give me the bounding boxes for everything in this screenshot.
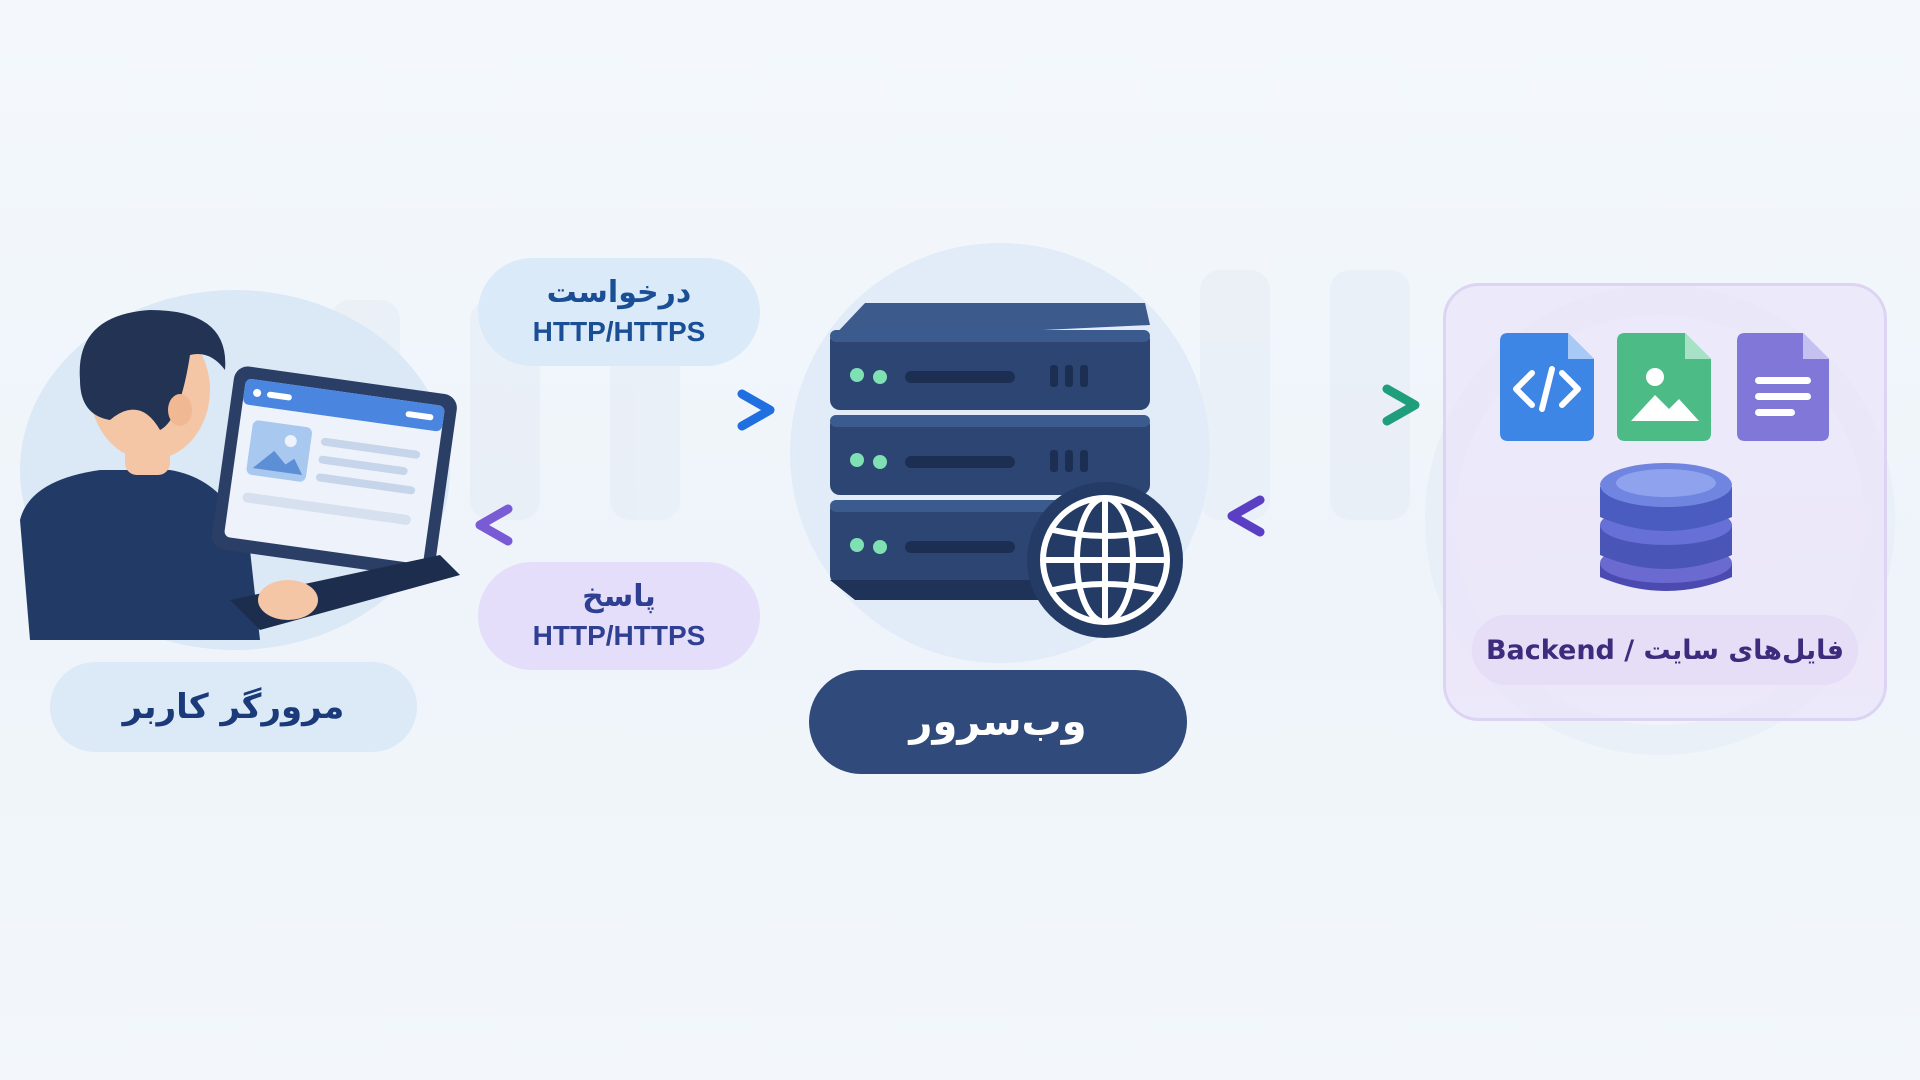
browser-label: مرورگر کاربر (50, 662, 417, 752)
response-title: پاسخ (582, 579, 656, 614)
response-label: پاسخ HTTP/HTTPS (478, 562, 760, 670)
backend-in-arrow (1227, 495, 1421, 537)
code-file-icon (1500, 333, 1594, 441)
server-label: وب‌سرور (809, 670, 1187, 774)
request-label: درخواست HTTP/HTTPS (478, 258, 760, 366)
request-protocol: HTTP/HTTPS (532, 316, 706, 347)
user-laptop-icon (20, 310, 460, 640)
database-icon (1600, 463, 1732, 591)
request-title: درخواست (546, 275, 692, 310)
text-file-icon (1737, 333, 1829, 441)
request-arrow (471, 389, 775, 431)
image-file-icon (1617, 333, 1711, 441)
response-arrow (475, 504, 774, 546)
backend-label: Backend / فایل‌های سایت (1472, 615, 1858, 685)
response-protocol: HTTP/HTTPS (532, 620, 706, 651)
backend-out-arrow (1226, 384, 1420, 426)
globe-icon (1027, 482, 1183, 638)
